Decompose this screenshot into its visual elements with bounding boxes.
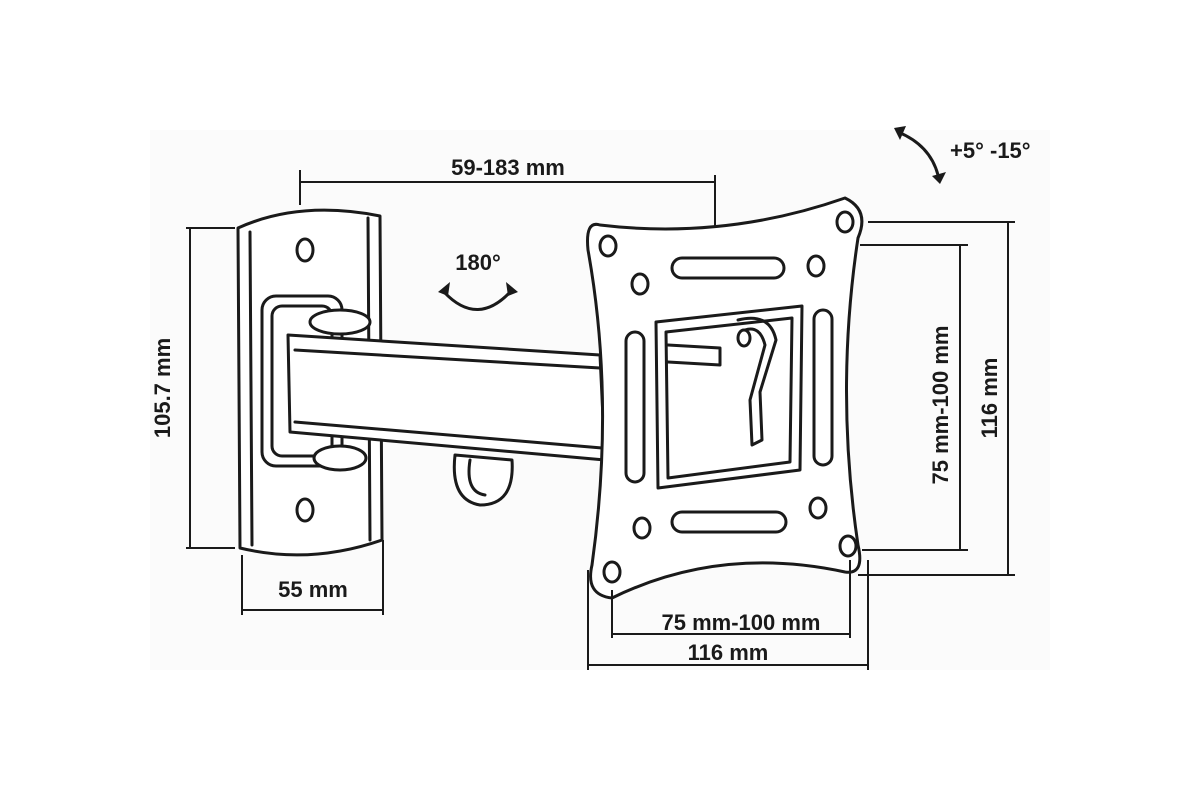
dimension-lines: [186, 170, 1015, 670]
wall-plate-height-label: 105.7 mm: [150, 338, 175, 438]
vesa-vertical-label: 75 mm-100 mm: [928, 326, 953, 485]
tilt-arrowheads-icon: [894, 126, 946, 184]
vesa-horizontal-label: 75 mm-100 mm: [662, 610, 821, 635]
swivel-arrowheads-icon: [438, 282, 518, 296]
tilt-label: +5° -15°: [950, 138, 1031, 163]
swivel-arrow-icon: [442, 288, 514, 311]
swivel-arm: [286, 333, 607, 507]
wall-plate-width-label: 55 mm: [278, 577, 348, 602]
swivel-label: 180°: [455, 250, 501, 275]
arm-extension-label: 59-183 mm: [451, 155, 565, 180]
vesa-plate: [586, 196, 864, 600]
tilt-arrow-icon: [896, 130, 940, 177]
plate-height-label: 116 mm: [977, 358, 1002, 439]
plate-width-label: 116 mm: [688, 640, 769, 665]
